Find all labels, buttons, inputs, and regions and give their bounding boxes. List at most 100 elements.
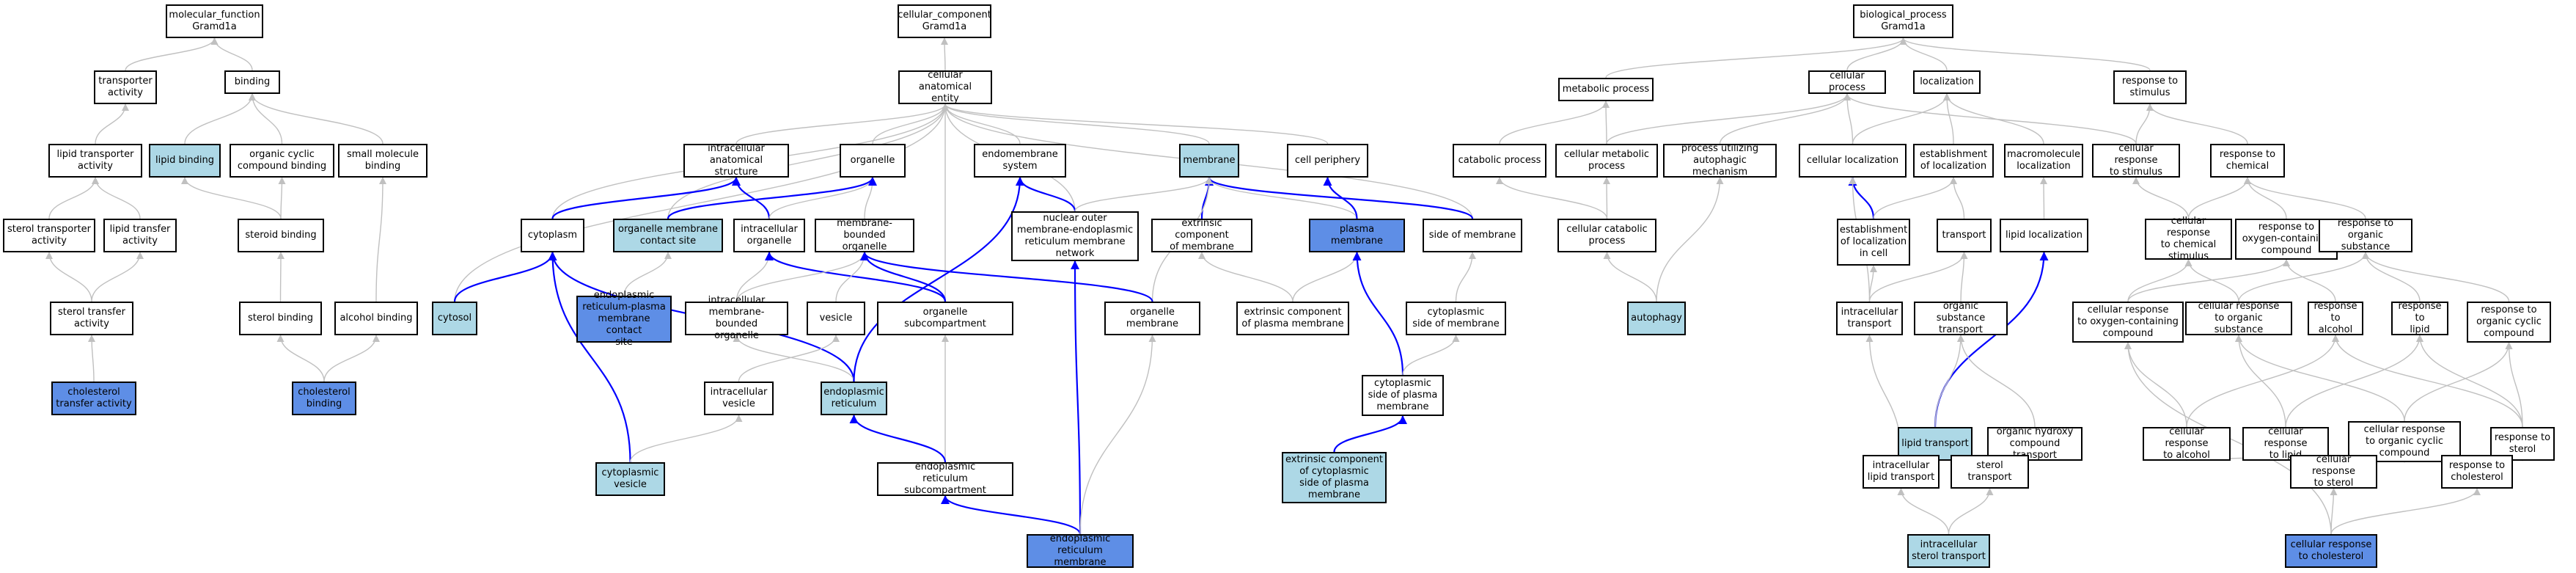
go-term-response-to-organic-cyclic[interactable]: response to organic cyclic compound: [2467, 302, 2551, 343]
edge-cytoplasmic-side-of-plasma-membrane-to-plasma-membrane: [1352, 252, 1404, 376]
go-term-response-to-lipid[interactable]: response to lipid: [2391, 301, 2448, 335]
go-term-intracellular-organelle[interactable]: intracellular organelle: [733, 219, 805, 252]
go-term-cellular-localization[interactable]: cellular localization: [1799, 144, 1907, 178]
go-term-cellular-response-to-cholesterol[interactable]: cellular response to cholesterol: [2285, 534, 2377, 568]
go-term-nuclear-outer-membrane[interactable]: nuclear outer membrane-endoplasmic retic…: [1011, 211, 1139, 261]
go-term-binding[interactable]: binding: [224, 70, 280, 94]
edge-organic-cyclic-binding-to-binding: [249, 93, 283, 145]
go-term-response-to-alcohol[interactable]: response to alcohol: [2308, 301, 2363, 335]
go-term-response-to-organic-substance[interactable]: response to organic substance: [2319, 218, 2412, 252]
go-term-endomembrane-system[interactable]: endomembrane system: [974, 144, 1066, 178]
go-term-cholesterol-transfer-activity[interactable]: cholesterol transfer activity: [51, 382, 136, 415]
go-term-response-to-chemical[interactable]: response to chemical: [2210, 144, 2285, 178]
go-term-autophagy[interactable]: autophagy: [1627, 302, 1686, 335]
go-term-er-subcompartment[interactable]: endoplasmic reticulum subcompartment: [877, 461, 1013, 496]
go-term-mf[interactable]: molecular_function Gramd1a: [166, 4, 263, 38]
go-term-cc[interactable]: cellular_component Gramd1a: [898, 4, 991, 38]
go-term-er-pm-contact-site[interactable]: endoplasmic reticulum-plasma membrane co…: [576, 290, 672, 348]
go-term-transport[interactable]: transport: [1937, 219, 1992, 252]
go-term-cytoplasmic-side-of-plasma-membrane[interactable]: cytoplasmic side of plasma membrane: [1362, 375, 1444, 416]
go-term-lipid-transport[interactable]: lipid transport: [1898, 427, 1973, 461]
go-term-cytoplasmic-vesicle[interactable]: cytoplasmic vesicle: [595, 462, 665, 496]
go-term-alcohol-binding[interactable]: alcohol binding: [334, 302, 418, 335]
go-term-cellular-response-to-organic-substance[interactable]: cellular response to organic substance: [2185, 301, 2292, 335]
go-term-organelle-membrane[interactable]: organelle membrane: [1104, 302, 1200, 335]
go-term-endoplasmic-reticulum[interactable]: endoplasmic reticulum: [821, 382, 887, 415]
edge-steroid-binding-to-lipid-binding: [181, 177, 282, 219]
edge-cellular-localization-to-localization: [1852, 93, 1951, 145]
go-term-membrane[interactable]: membrane: [1179, 144, 1239, 178]
go-term-sterol-transfer-activity[interactable]: sterol transfer activity: [50, 302, 133, 335]
go-term-plasma-membrane[interactable]: plasma membrane: [1309, 219, 1405, 252]
go-term-bp[interactable]: biological_process Gramd1a: [1853, 4, 1953, 38]
go-term-establishment-of-localization-in-cell[interactable]: establishment of localization in cell: [1837, 219, 1910, 266]
edge-lipid-transfer-activity-to-lipid-transporter-activity: [92, 177, 141, 219]
go-term-sterol-transport[interactable]: sterol transport: [1951, 455, 2029, 489]
go-term-cholesterol-binding[interactable]: cholesterol binding: [292, 382, 356, 415]
go-term-vesicle[interactable]: vesicle: [807, 302, 865, 335]
go-term-cellular-response-to-chemical-stimulus[interactable]: cellular response to chemical stimulus: [2145, 216, 2232, 262]
go-term-cellular-response-to-organic-cyclic[interactable]: cellular response to organic cyclic comp…: [2348, 421, 2461, 462]
go-term-lipid-transfer-activity[interactable]: lipid transfer activity: [103, 219, 177, 252]
edge-extrinsic-component-of-cytoplasmic-side-to-cytoplasmic-side-of-plasma-membrane: [1333, 415, 1407, 453]
go-term-response-to-cholesterol[interactable]: response to cholesterol: [2441, 455, 2513, 489]
go-term-cellular-response-to-oxygen-containing[interactable]: cellular response to oxygen-containing c…: [2072, 302, 2184, 343]
go-term-establishment-of-localization[interactable]: establishment of localization: [1913, 144, 1994, 178]
go-term-cellular-response-to-sterol[interactable]: cellular response to sterol: [2290, 454, 2377, 489]
go-term-organelle-membrane-contact-site[interactable]: organelle membrane contact site: [613, 219, 723, 252]
go-term-response-to-sterol[interactable]: response to sterol: [2490, 427, 2555, 461]
edge-cellular-metabolic-process-to-metabolic-process: [1602, 101, 1610, 145]
go-term-intracellular-transport[interactable]: intracellular transport: [1836, 302, 1903, 335]
go-term-intracellular-sterol-transport[interactable]: intracellular sterol transport: [1907, 534, 1990, 568]
edge-cytoplasmic-vesicle-to-intracellular-vesicle: [629, 415, 743, 463]
go-term-lipid-transporter-activity[interactable]: lipid transporter activity: [48, 144, 142, 178]
go-term-organic-substance-transport[interactable]: organic substance transport: [1914, 301, 2008, 335]
go-term-cellular-response-to-alcohol[interactable]: cellular response to alcohol: [2143, 426, 2231, 461]
go-term-intracellular-anatomical-structure[interactable]: intracellular anatomical structure: [683, 143, 789, 178]
go-term-extrinsic-component-of-plasma-membrane[interactable]: extrinsic component of plasma membrane: [1236, 302, 1349, 335]
go-term-cytoplasm[interactable]: cytoplasm: [521, 219, 584, 252]
go-term-er-membrane[interactable]: endoplasmic reticulum membrane: [1027, 533, 1134, 568]
go-term-cellular-metabolic-process[interactable]: cellular metabolic process: [1555, 144, 1658, 178]
go-term-macromolecule-localization[interactable]: macromolecule localization: [2004, 144, 2083, 178]
go-term-cell-periphery[interactable]: cell periphery: [1287, 144, 1368, 178]
go-term-cytosol[interactable]: cytosol: [432, 302, 477, 335]
edge-cellular-metabolic-process-to-cellular-process: [1606, 93, 1851, 145]
go-term-lipid-localization[interactable]: lipid localization: [2000, 219, 2088, 252]
go-term-extrinsic-component-of-cytoplasmic-side[interactable]: extrinsic component of cytoplasmic side …: [1282, 452, 1387, 503]
go-term-intracellular-lipid-transport[interactable]: intracellular lipid transport: [1863, 455, 1940, 489]
go-term-metabolic-process[interactable]: metabolic process: [1558, 78, 1654, 101]
go-term-intracellular-membrane-bounded-organelle[interactable]: intracellular membrane-bounded organelle: [685, 295, 788, 341]
go-term-cellular-process[interactable]: cellular process: [1808, 70, 1886, 94]
edge-transporter-activity-to-mf: [125, 37, 219, 71]
go-term-steroid-binding[interactable]: steroid binding: [238, 219, 324, 252]
go-term-localization[interactable]: localization: [1913, 70, 1981, 94]
go-term-organic-cyclic-binding[interactable]: organic cyclic compound binding: [230, 144, 334, 178]
go-term-intracellular-vesicle[interactable]: intracellular vesicle: [704, 382, 774, 415]
go-term-organelle[interactable]: organelle: [840, 144, 906, 178]
edge-autophagy-to-cellular-catabolic-process: [1603, 252, 1657, 302]
go-term-cellular-anatomical-entity[interactable]: cellular anatomical entity: [898, 70, 992, 104]
go-term-organic-hydroxy-compound-transport[interactable]: organic hydroxy compound transport: [1987, 426, 2083, 461]
go-term-membrane-bounded-organelle[interactable]: membrane-bounded organelle: [815, 218, 914, 252]
edge-cellular-response-to-chemical-stimulus-to-cellular-response-to-stimulus: [2132, 177, 2190, 219]
edge-nuclear-outer-membrane-to-membrane: [1074, 177, 1213, 212]
go-term-cellular-response-to-stimulus[interactable]: cellular response to stimulus: [2092, 143, 2180, 178]
go-term-catabolic-process[interactable]: catabolic process: [1453, 144, 1546, 178]
edge-cellular-response-to-lipid-to-response-to-lipid: [2285, 335, 2423, 428]
edge-cellular-response-to-oxygen-containing-to-response-to-oxygen-containing: [2127, 259, 2290, 302]
go-term-extrinsic-component-of-membrane[interactable]: extrinsic component of membrane: [1151, 218, 1252, 252]
go-term-response-to-stimulus[interactable]: response to stimulus: [2113, 70, 2187, 104]
edge-cellular-response-to-chemical-stimulus-to-response-to-chemical: [2187, 177, 2251, 219]
go-term-transporter-activity[interactable]: transporter activity: [94, 70, 157, 104]
go-term-small-molecule-binding[interactable]: small molecule binding: [338, 144, 428, 178]
go-term-organelle-subcompartment[interactable]: organelle subcompartment: [877, 302, 1013, 335]
go-term-side-of-membrane[interactable]: side of membrane: [1423, 219, 1522, 252]
go-term-cellular-catabolic-process[interactable]: cellular catabolic process: [1557, 219, 1656, 252]
go-term-sterol-binding[interactable]: sterol binding: [239, 302, 322, 335]
go-term-process-utilizing-autophagic[interactable]: process utilizing autophagic mechanism: [1663, 143, 1777, 178]
go-term-cytoplasmic-side-of-membrane[interactable]: cytoplasmic side of membrane: [1406, 302, 1506, 335]
go-term-lipid-binding[interactable]: lipid binding: [149, 144, 221, 178]
go-term-sterol-transporter-activity[interactable]: sterol transporter activity: [3, 219, 95, 252]
